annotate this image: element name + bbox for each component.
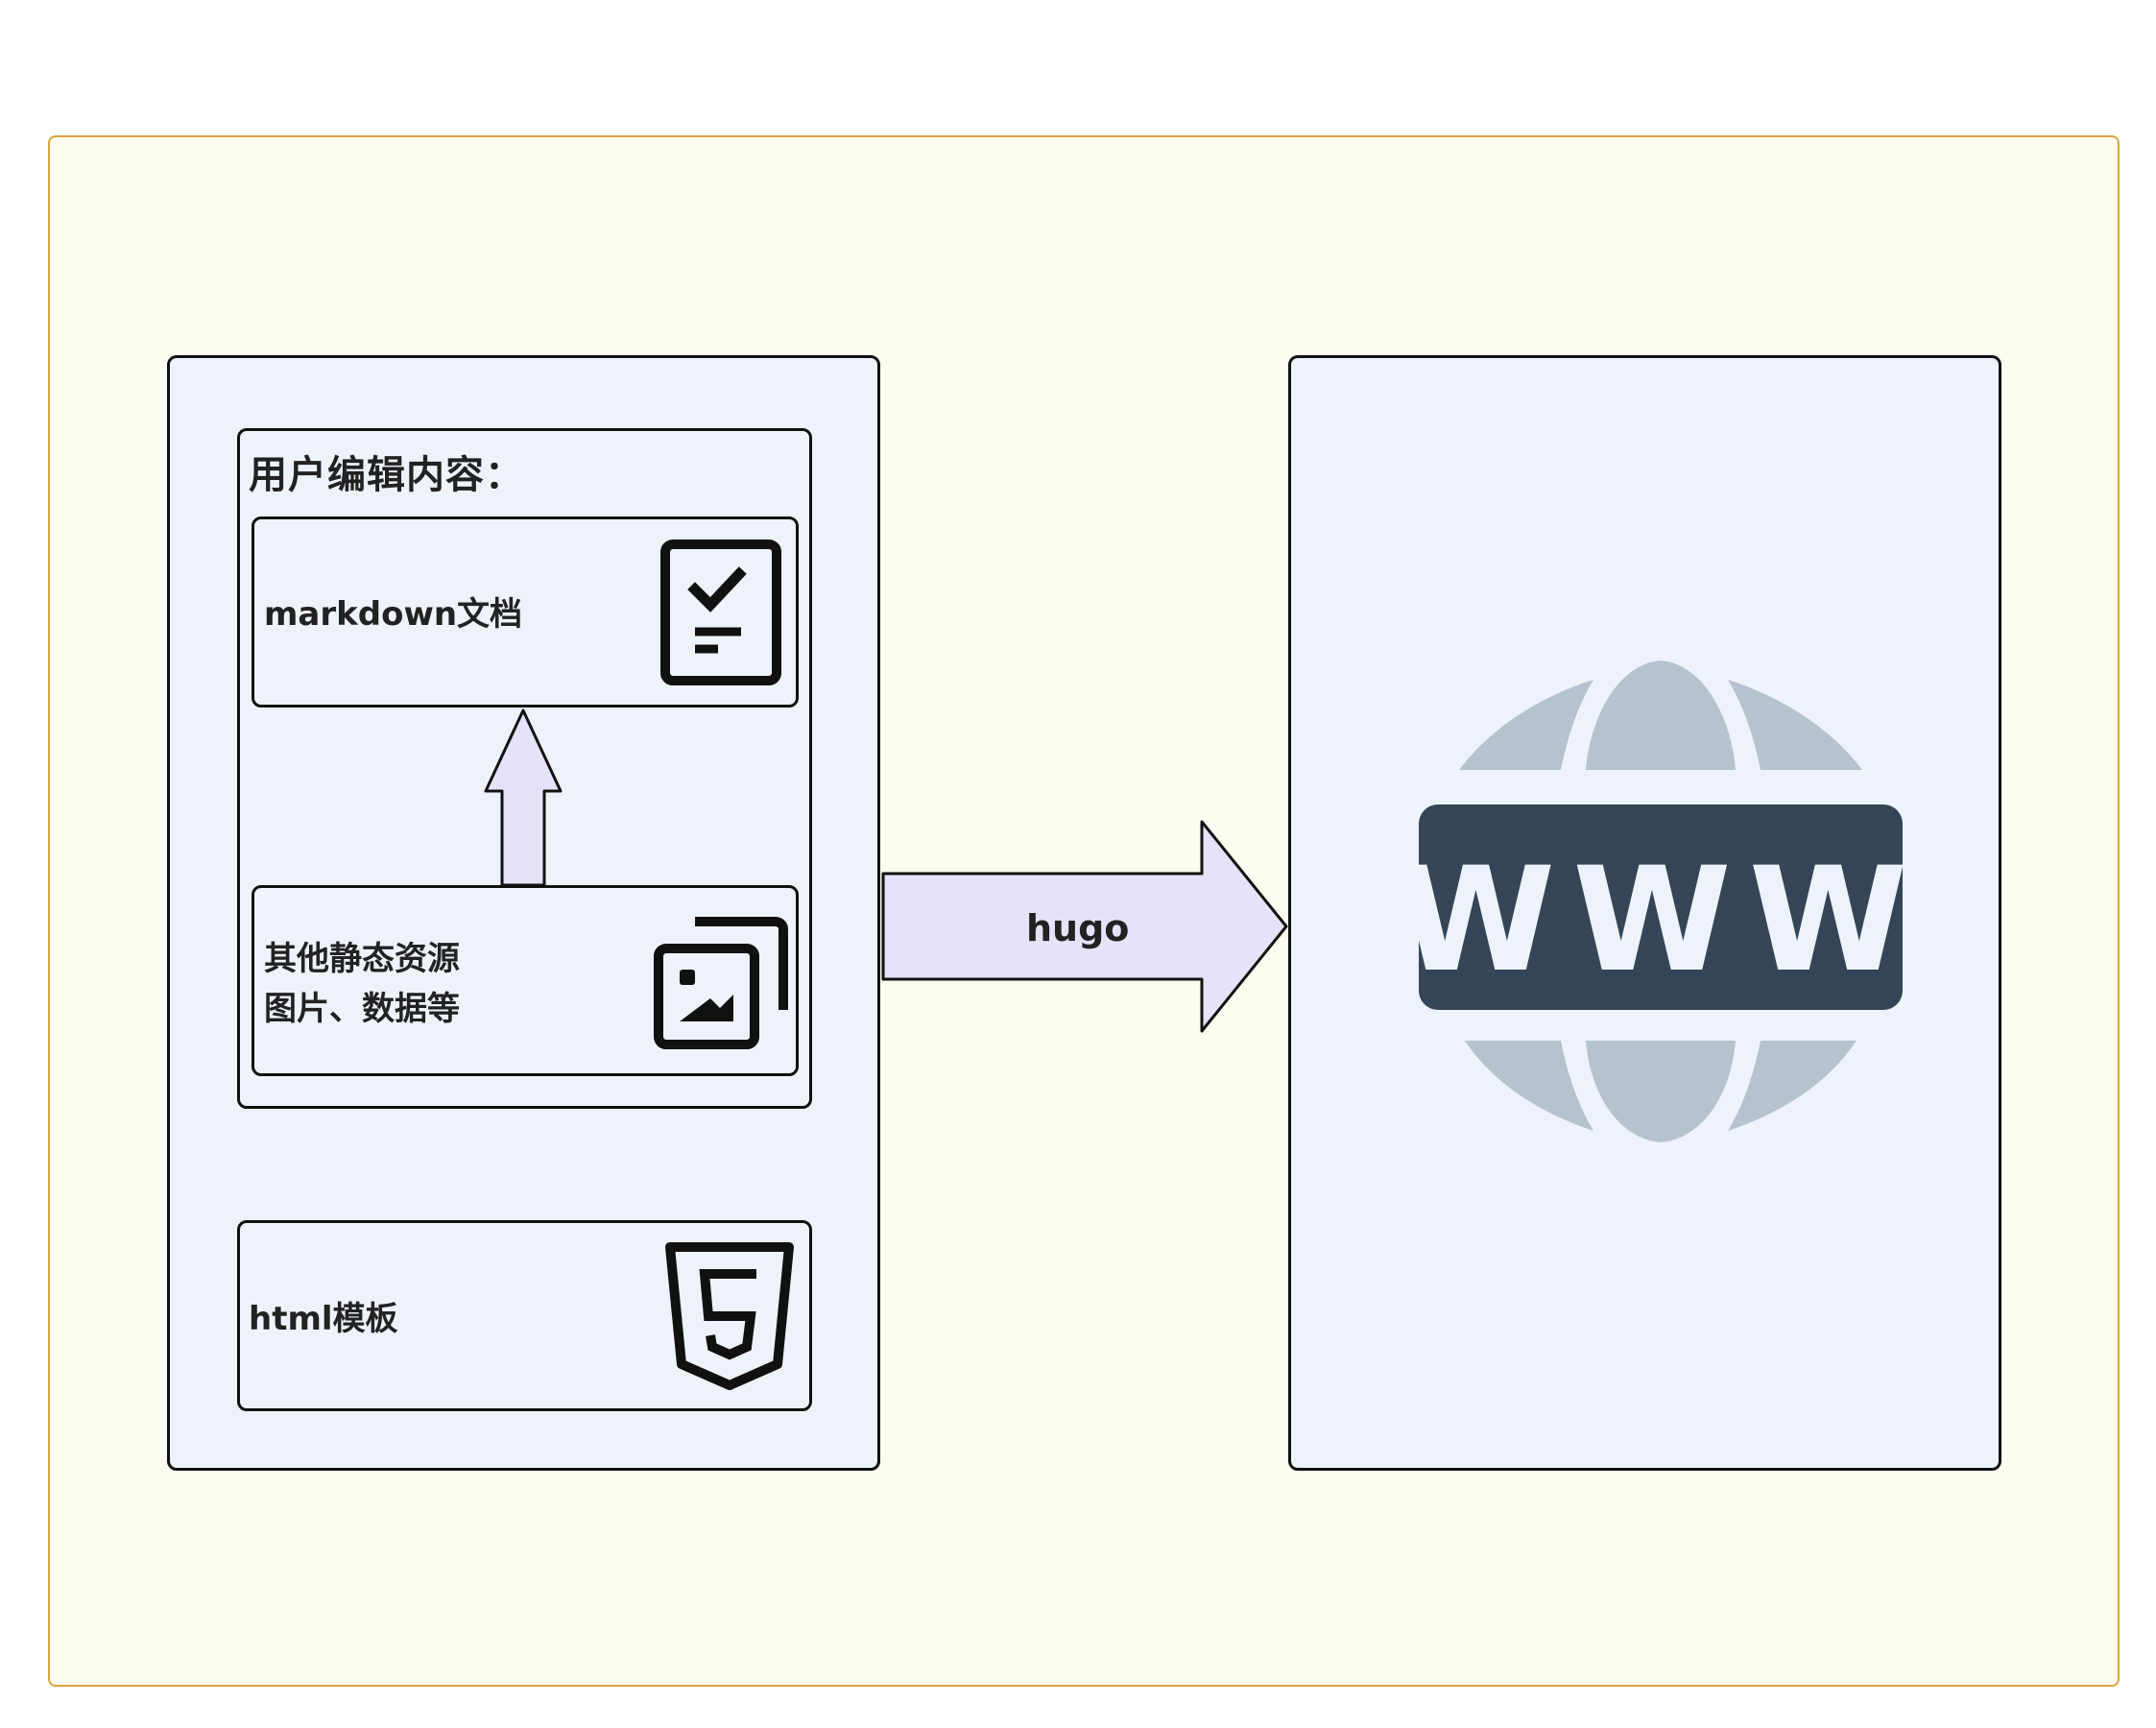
www-globe-icon: WWW <box>1397 653 1910 1148</box>
markdown-label: markdown文档 <box>264 595 523 634</box>
html-template-label: html模板 <box>249 1300 398 1338</box>
checklist-document-icon <box>660 540 781 685</box>
hugo-arrow <box>881 820 1288 1033</box>
static-assets-label-line2: 图片、数据等 <box>264 990 460 1028</box>
www-text: WWW <box>1411 837 1910 1004</box>
arrow-up <box>484 708 563 887</box>
html5-shield-icon <box>664 1241 795 1393</box>
user-content-title: 用户编辑内容： <box>249 453 524 497</box>
hugo-label: hugo <box>1026 907 1130 949</box>
image-gallery-icon <box>653 914 789 1050</box>
static-assets-label-line1: 其他静态资源 <box>264 940 460 978</box>
